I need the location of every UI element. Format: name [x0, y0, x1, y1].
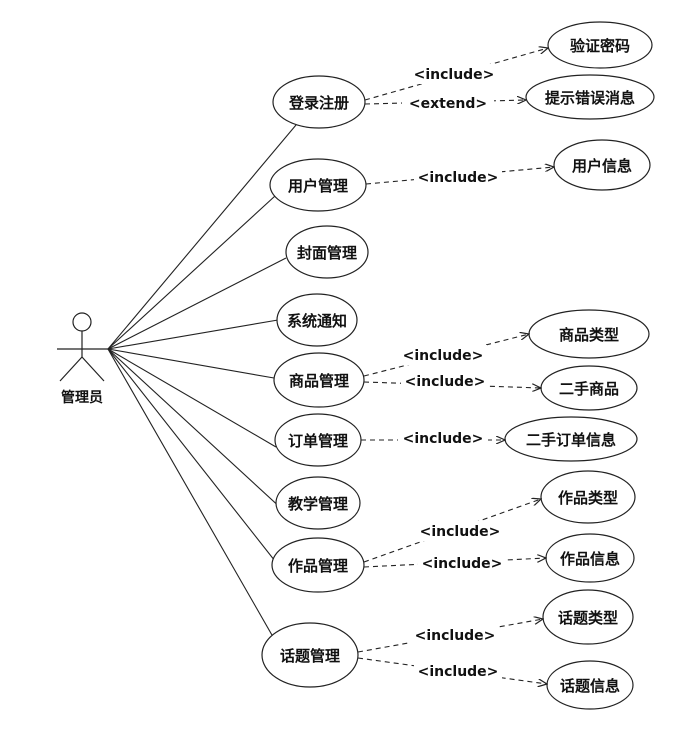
- relation-label-login-verify: <include>: [414, 67, 495, 83]
- assoc-line-teach: [107, 348, 284, 511]
- use-case-teach[interactable]: 教学管理: [275, 476, 361, 530]
- assoc-line-user: [107, 195, 276, 350]
- sub-case-label: 作品信息: [560, 550, 620, 568]
- use-case-notice[interactable]: 系统通知: [276, 293, 358, 347]
- relation-label-topic-topictype: <include>: [415, 628, 496, 644]
- use-case-user[interactable]: 用户管理: [269, 158, 367, 212]
- assoc-line-order: [107, 348, 277, 448]
- assoc-line-topic: [107, 348, 293, 671]
- sub-case-topicinfo[interactable]: 话题信息: [546, 660, 634, 710]
- sub-case-label: 用户信息: [572, 157, 632, 175]
- relation-label-works-workstype: <include>: [420, 524, 501, 540]
- use-case-topic[interactable]: 话题管理: [261, 622, 359, 688]
- relation-label-goods-secondhand: <include>: [405, 374, 486, 390]
- assoc-line-goods: [107, 348, 275, 379]
- relation-labels: <include> <extend> <include> <include> <…: [398, 64, 506, 681]
- dependency-line-login-verify: [364, 48, 548, 101]
- relation-label-order-orderinfo: <include>: [403, 431, 484, 447]
- use-case-label: 封面管理: [297, 244, 357, 262]
- use-case-label: 教学管理: [287, 495, 348, 513]
- sub-case-label: 商品类型: [559, 326, 619, 344]
- sub-case-label: 话题类型: [558, 609, 618, 627]
- assoc-line-notice: [107, 319, 279, 350]
- use-case-label: 用户管理: [288, 177, 348, 195]
- dependency-lines: [357, 48, 554, 684]
- relation-label-works-worksinfo: <include>: [422, 556, 503, 572]
- sub-case-orderinfo[interactable]: 二手订单信息: [504, 416, 638, 462]
- actor-head: [72, 312, 92, 332]
- relation-label-login-error: <extend>: [409, 96, 487, 112]
- sub-case-worksinfo[interactable]: 作品信息: [545, 533, 635, 583]
- relation-label-goods-goodstype: <include>: [403, 348, 484, 364]
- assoc-line-works: [107, 348, 287, 576]
- sub-case-secondhand[interactable]: 二手商品: [540, 365, 638, 411]
- sub-case-label: 验证密码: [570, 37, 630, 55]
- use-case-order[interactable]: 订单管理: [274, 413, 362, 467]
- sub-case-workstype[interactable]: 作品类型: [540, 470, 636, 524]
- actor-admin: [57, 312, 108, 382]
- use-case-login[interactable]: 登录注册: [272, 75, 366, 129]
- sub-case-userinfo[interactable]: 用户信息: [553, 139, 651, 191]
- dependency-line-goods-secondhand: [363, 381, 541, 388]
- use-case-label: 系统通知: [287, 312, 347, 330]
- association-lines: [107, 124, 297, 671]
- sub-case-label: 二手商品: [559, 380, 619, 398]
- use-case-works[interactable]: 作品管理: [271, 537, 365, 593]
- use-case-cover[interactable]: 封面管理: [285, 225, 369, 279]
- dependency-line-topic-topicinfo: [357, 657, 547, 684]
- sub-case-error[interactable]: 提示错误消息: [525, 74, 655, 120]
- use-case-label: 话题管理: [280, 647, 340, 665]
- sub-case-goodstype[interactable]: 商品类型: [528, 309, 650, 359]
- sub-case-verify[interactable]: 验证密码: [547, 21, 653, 69]
- use-case-label: 登录注册: [288, 94, 349, 112]
- relation-label-topic-topicinfo: <include>: [418, 664, 499, 680]
- actor-label: 管理员: [61, 389, 103, 406]
- use-case-label: 作品管理: [288, 557, 348, 575]
- sub-case-label: 提示错误消息: [545, 89, 635, 107]
- assoc-line-cover: [107, 257, 287, 350]
- use-case-label: 订单管理: [288, 432, 348, 450]
- sub-case-label: 话题信息: [560, 677, 620, 695]
- sub-case-topictype[interactable]: 话题类型: [542, 589, 634, 645]
- sub-case-label: 作品类型: [558, 489, 618, 507]
- relation-label-user-userinfo: <include>: [418, 170, 499, 186]
- assoc-line-login: [107, 124, 297, 350]
- use-case-label: 商品管理: [289, 372, 349, 390]
- use-case-goods[interactable]: 商品管理: [273, 352, 365, 408]
- sub-case-label: 二手订单信息: [526, 431, 616, 449]
